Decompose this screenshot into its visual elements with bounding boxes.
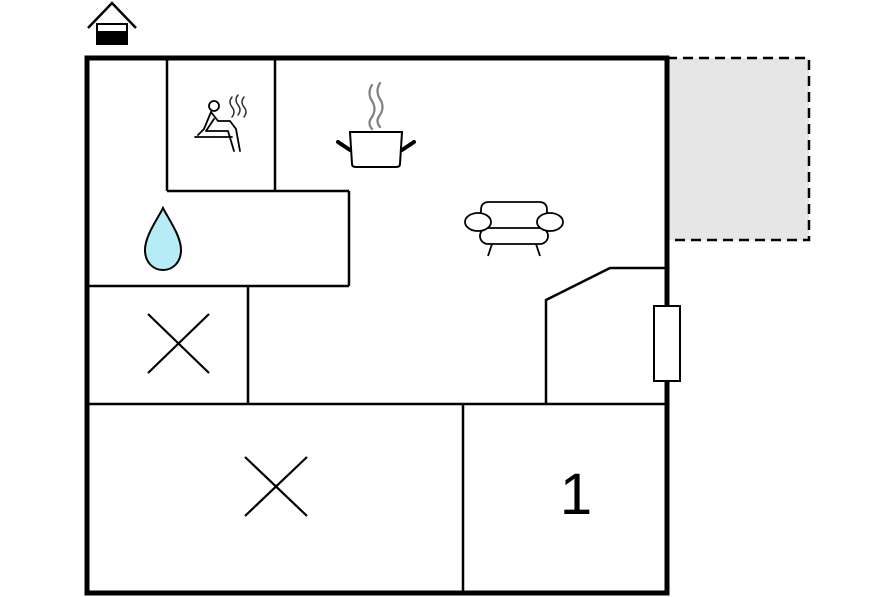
sofa-icon [464,201,564,257]
cross-icon [147,313,210,374]
sauna-icon [194,94,247,152]
house-entrance-icon [87,1,137,45]
water-drop-icon [143,205,183,272]
terrace [665,56,811,242]
cross-icon [244,456,308,517]
bedroom-label: 1 [560,462,592,527]
window [653,305,681,382]
cooking-pot-icon [336,81,416,168]
interior-walls [87,58,667,593]
